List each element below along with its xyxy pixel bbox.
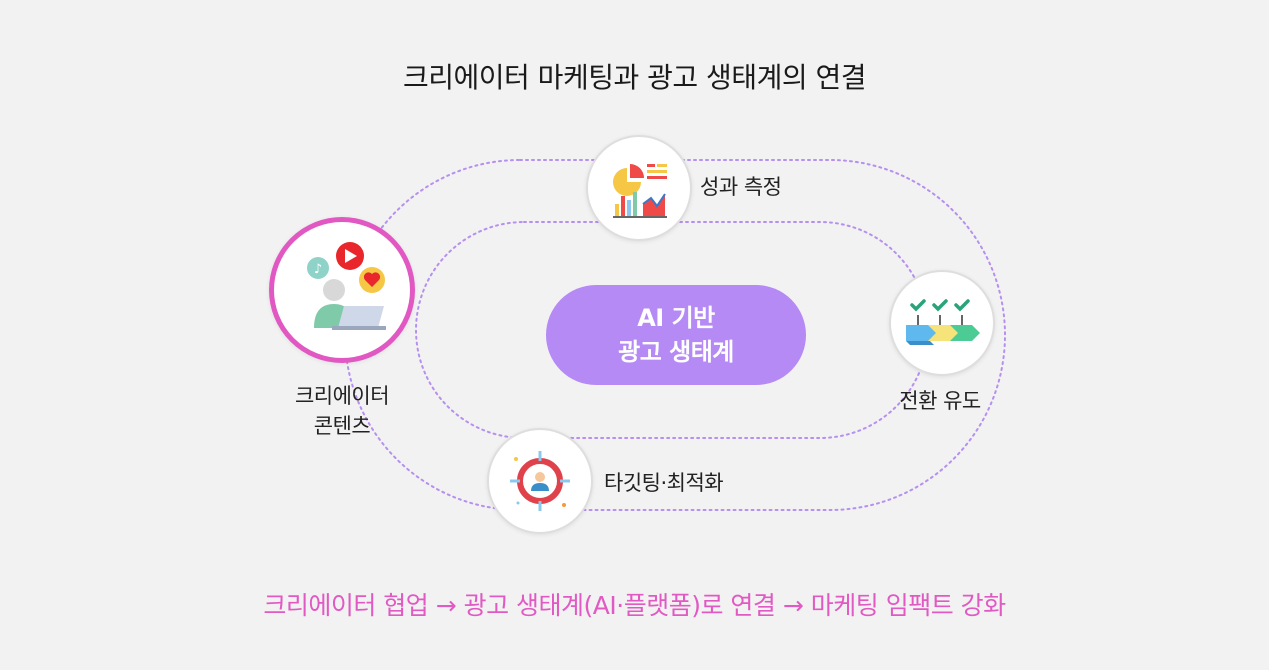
creator-node: ♪ — [269, 217, 415, 363]
creator-label-line2: 콘텐츠 — [313, 414, 371, 438]
target-user-icon — [510, 451, 570, 511]
performance-node — [586, 135, 692, 241]
conversion-node — [889, 270, 995, 376]
targeting-label: 타깃팅·최적화 — [604, 471, 724, 495]
center-line2: 광고 생태계 — [618, 338, 734, 366]
creator-content-icon: ♪ — [307, 242, 386, 330]
page-title: 크리에이터 마케팅과 광고 생태계의 연결 — [402, 61, 867, 94]
performance-label: 성과 측정 — [700, 175, 782, 199]
center-line1: AI 기반 — [637, 304, 715, 332]
svg-text:♪: ♪ — [314, 262, 322, 277]
summary-footer: 크리에이터 협업 → 광고 생태계(AI·플랫폼)로 연결 → 마케팅 임팩트 … — [263, 591, 1006, 620]
inner-loop — [415, 221, 929, 439]
targeting-node — [487, 428, 593, 534]
creator-label: 크리에이터 콘텐츠 — [262, 381, 422, 441]
creator-label-line1: 크리에이터 — [294, 384, 390, 408]
ai-ad-ecosystem-pill: AI 기반 광고 생태계 — [546, 285, 806, 385]
conversion-label: 전환 유도 — [899, 389, 981, 413]
conversion-steps-icon — [906, 299, 980, 345]
analytics-chart-icon — [613, 164, 667, 218]
